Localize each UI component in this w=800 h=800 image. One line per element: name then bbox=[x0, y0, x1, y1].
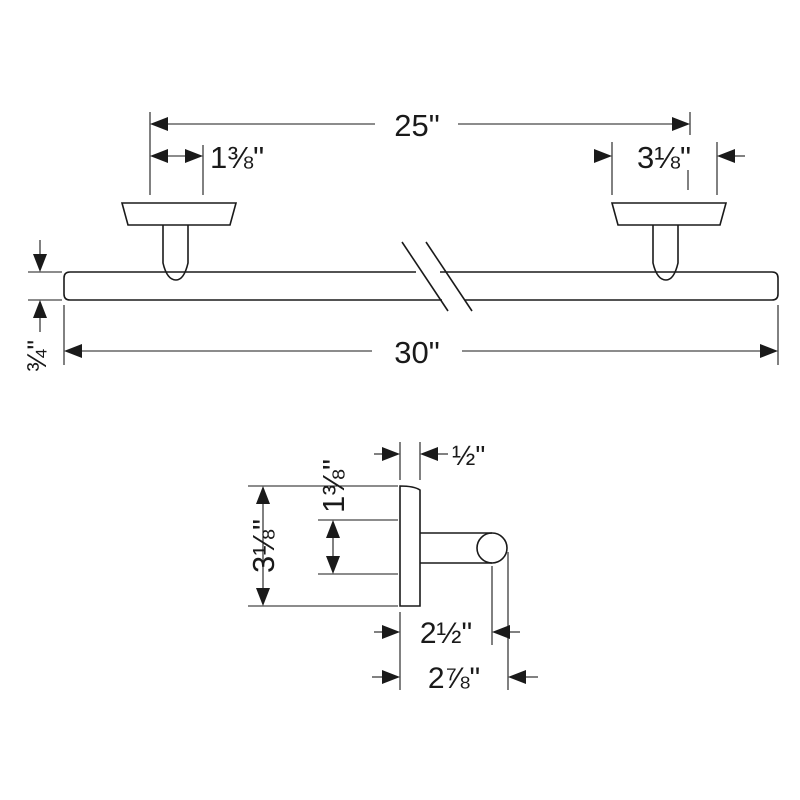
dim-label-1-2: ½" bbox=[452, 440, 485, 471]
arrowhead bbox=[760, 344, 778, 358]
arrowhead bbox=[508, 670, 526, 684]
arrowhead bbox=[33, 254, 47, 272]
dim-flange-mid: 1⅜" bbox=[316, 459, 351, 574]
arrowhead bbox=[33, 300, 47, 318]
side-flange bbox=[399, 485, 421, 607]
arrowhead bbox=[326, 556, 340, 574]
dim-label-3-1-8: 3⅛" bbox=[637, 140, 691, 175]
dim-left-post: 1⅜" bbox=[150, 140, 264, 175]
right-wall-mount bbox=[610, 202, 728, 281]
dim-label-30: 30" bbox=[394, 335, 440, 370]
dim-projection-total: 2⅞" bbox=[372, 662, 538, 695]
side-view: ½" 3⅛" 1⅜" 2½" bbox=[246, 440, 538, 695]
left-post bbox=[162, 225, 189, 281]
dim-label-2-7-8: 2⅞" bbox=[428, 662, 480, 695]
dim-label-1-3-8: 1⅜" bbox=[210, 140, 264, 175]
dim-right-post: 3⅛" bbox=[594, 140, 745, 175]
left-flange bbox=[120, 202, 238, 226]
towel-bar-left-segment bbox=[63, 271, 442, 301]
towel-bar-right-segment bbox=[440, 271, 779, 301]
left-wall-mount bbox=[120, 202, 238, 281]
arrowhead bbox=[326, 520, 340, 538]
dim-flange-height: 3⅛" bbox=[246, 486, 281, 606]
arrowhead bbox=[672, 117, 690, 131]
arrowhead bbox=[256, 588, 270, 606]
break-line-2 bbox=[425, 241, 473, 312]
arrowhead bbox=[64, 344, 82, 358]
dim-label-3-4: ¾" bbox=[22, 340, 52, 372]
right-post bbox=[652, 225, 679, 281]
dim-label-flange-3-1-8: 3⅛" bbox=[246, 519, 281, 573]
arrowhead bbox=[594, 149, 612, 163]
side-bar-end bbox=[476, 532, 508, 564]
arrowhead bbox=[382, 447, 400, 461]
arrowhead bbox=[256, 486, 270, 504]
break-line-1 bbox=[401, 241, 449, 312]
dim-overall-length: 30" bbox=[64, 335, 778, 370]
dim-label-25: 25" bbox=[394, 108, 440, 143]
arrowhead bbox=[150, 117, 168, 131]
right-flange bbox=[610, 202, 728, 226]
dim-post-diameter: ½" bbox=[374, 440, 485, 471]
arrowhead bbox=[382, 625, 400, 639]
arrowhead bbox=[382, 670, 400, 684]
dim-label-2-1-2: 2½" bbox=[420, 617, 472, 650]
dim-bar-thickness: ¾" bbox=[22, 240, 52, 372]
arrowhead bbox=[717, 149, 735, 163]
arrowhead bbox=[492, 625, 510, 639]
arrowhead bbox=[150, 149, 168, 163]
arrowhead bbox=[420, 447, 438, 461]
front-view: 25" 1⅜" 3⅛" ¾" bbox=[22, 108, 779, 372]
dim-projection-center: 2½" bbox=[374, 617, 520, 650]
dim-between-posts: 25" bbox=[150, 108, 690, 143]
dim-label-flange-1-3-8: 1⅜" bbox=[316, 459, 351, 513]
arrowhead bbox=[185, 149, 203, 163]
